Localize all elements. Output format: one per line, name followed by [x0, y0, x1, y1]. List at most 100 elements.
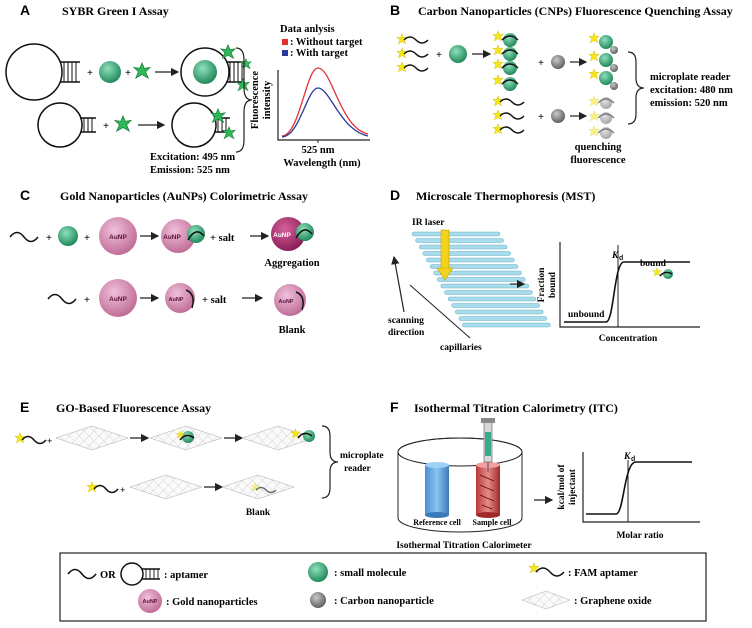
- plus-sign: +: [120, 486, 125, 496]
- panel-d-ylabel-2: bound: [548, 271, 558, 298]
- plus-sign: +: [84, 233, 90, 244]
- bound-aptamer-stack: [492, 30, 525, 135]
- graphene-oxide-icon: [129, 474, 203, 500]
- panel-a-spectrum-plot: [277, 67, 370, 143]
- plus-sign: +: [84, 295, 90, 306]
- capillary-tube: [418, 244, 508, 250]
- panel-f-sample-cell: Sample cell: [473, 518, 513, 527]
- panel-b-fluorescence: fluorescence: [570, 155, 626, 166]
- brace-icon: [235, 47, 253, 153]
- aunp-icon: [99, 217, 137, 255]
- legend-gold: : Gold nanoparticles: [166, 597, 258, 608]
- capillary-tube: [429, 264, 519, 269]
- small-molecule-icon: [99, 61, 121, 83]
- panel-d-kd: K: [611, 251, 619, 261]
- panel-a-excitation: Excitation: 495 nm: [150, 152, 235, 163]
- blank-aunp-icon: [274, 284, 306, 316]
- panel-d-unbound: unbound: [568, 310, 605, 320]
- graphene-oxide-icon: [241, 425, 315, 451]
- panel-e: E GO-Based Fluorescence Assay + + Blank …: [14, 399, 384, 518]
- capillary-tube: [422, 251, 512, 256]
- capillary-tube: [415, 238, 504, 243]
- ir-laser-beam-icon: [440, 229, 450, 271]
- capillary-tube: [444, 290, 533, 295]
- legend-aptamer: : aptamer: [164, 570, 208, 581]
- panel-b-title: Carbon Nanoparticles (CNPs) Fluorescence…: [418, 4, 733, 18]
- capillary-tube: [440, 283, 530, 289]
- aptamer-icon: [93, 484, 119, 494]
- panel-d-direction: direction: [388, 328, 425, 338]
- aptamer-icon: [47, 293, 77, 305]
- panel-e-title: GO-Based Fluorescence Assay: [56, 401, 211, 415]
- aunp-aptamer-icon: [165, 283, 195, 313]
- plus-sign: +: [46, 233, 52, 244]
- aptamer-icon: [67, 568, 97, 580]
- aptamer-icon: [9, 231, 39, 243]
- panel-e-reader-2: reader: [344, 464, 372, 474]
- panel-f-instrument: Isothermal Titration Calorimeter: [396, 541, 532, 551]
- panel-b-letter: B: [390, 2, 400, 18]
- panel-f-reference-cell: Reference cell: [413, 518, 461, 527]
- carbon-nanoparticle-icon: [551, 55, 565, 69]
- aunp-label: AuNP: [169, 297, 184, 303]
- panel-b-excitation: excitation: 480 nm: [650, 85, 733, 96]
- panel-a-legend-without: : Without target: [290, 37, 363, 48]
- panel-a-ylabel-2: intensity: [262, 80, 273, 119]
- panel-f: F Isothermal Titration Calorimetry (ITC)…: [390, 399, 700, 551]
- aunp-label: AuNP: [279, 299, 294, 305]
- salt-label: + salt: [202, 295, 227, 306]
- legend-box: OR : aptamer : small molecule : FAM apta…: [59, 552, 707, 622]
- panel-a-letter: A: [20, 2, 30, 18]
- aunp-complex-icon: [161, 219, 205, 253]
- panel-f-title: Isothermal Titration Calorimetry (ITC): [414, 401, 618, 415]
- panel-f-ylabel-1: kcal/mol of: [557, 464, 567, 510]
- aptamer-icon: [297, 432, 313, 439]
- capillary-tube: [447, 296, 537, 302]
- plus-sign: +: [87, 68, 93, 79]
- panel-b-reader: microplate reader: [650, 72, 731, 83]
- small-molecule-icon: [663, 269, 673, 279]
- panel-a-title: SYBR Green I Assay: [62, 4, 169, 18]
- hairpin-aptamer-icon: [37, 102, 96, 148]
- panel-f-kd-sub: d: [631, 456, 635, 463]
- panel-c-letter: C: [20, 187, 30, 203]
- panel-f-titration-plot: [582, 452, 700, 523]
- capillary-tube: [426, 257, 515, 263]
- small-molecule-icon: [303, 430, 315, 442]
- panel-d-scanning: scanning: [388, 316, 424, 326]
- plus-sign: +: [538, 58, 544, 69]
- brace-icon: [321, 425, 339, 499]
- aptamer-icon: [21, 435, 47, 445]
- capillary-tube: [462, 322, 551, 328]
- legend-small-molecule: : small molecule: [334, 568, 407, 579]
- panel-c: C Gold Nanoparticles (AuNPs) Colorimetri…: [9, 187, 320, 336]
- panel-d-kd-sub: d: [619, 255, 623, 262]
- brace-icon: [627, 51, 645, 125]
- panel-a-data-analysis: Data anlysis: [280, 24, 335, 35]
- legend-fam-aptamer: : FAM aptamer: [568, 568, 638, 579]
- capillary-tube: [458, 316, 548, 321]
- panel-d-capillaries: capillaries: [440, 343, 482, 353]
- salt-label: + salt: [210, 233, 235, 244]
- hairpin-aptamer-icon: [5, 43, 80, 101]
- panel-d-bound: bound: [640, 259, 667, 269]
- series-with-target: [281, 87, 369, 138]
- panel-d-title: Microscale Thermophoresis (MST): [416, 189, 595, 203]
- graphene-oxide-icon: [521, 590, 571, 610]
- aunp-label: AuNP: [109, 234, 127, 241]
- panel-f-kd: K: [623, 452, 631, 462]
- panel-c-title: Gold Nanoparticles (AuNPs) Colorimetric …: [60, 189, 308, 203]
- plus-sign: +: [538, 112, 544, 123]
- plus-sign: +: [125, 68, 131, 79]
- aggregation-icon: [271, 217, 314, 251]
- plus-sign: +: [47, 437, 52, 447]
- panel-a-ylabel-1: Fluorescence: [250, 71, 261, 129]
- panel-d: D Microscale Thermophoresis (MST) IR las…: [388, 187, 700, 353]
- capillary-axis-line: [409, 284, 471, 339]
- aptamer-icon: [535, 567, 565, 577]
- binding-curve: [564, 261, 690, 323]
- small-molecule-icon: [182, 431, 194, 443]
- panel-e-blank: Blank: [246, 508, 271, 518]
- capillary-tube: [411, 231, 501, 237]
- panel-f-xlabel: Molar ratio: [616, 531, 663, 541]
